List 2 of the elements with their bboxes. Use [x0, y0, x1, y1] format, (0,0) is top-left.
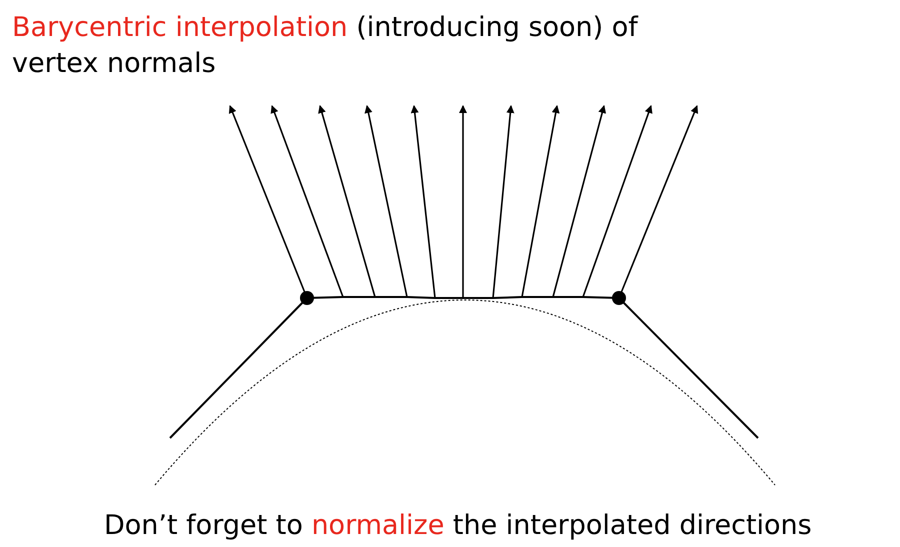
diagram-title: Barycentric interpolation (introducing soon) of vertex normals: [12, 11, 640, 81]
caption-text: Don’t forget to normalize the interpolated directions: [104, 509, 812, 543]
